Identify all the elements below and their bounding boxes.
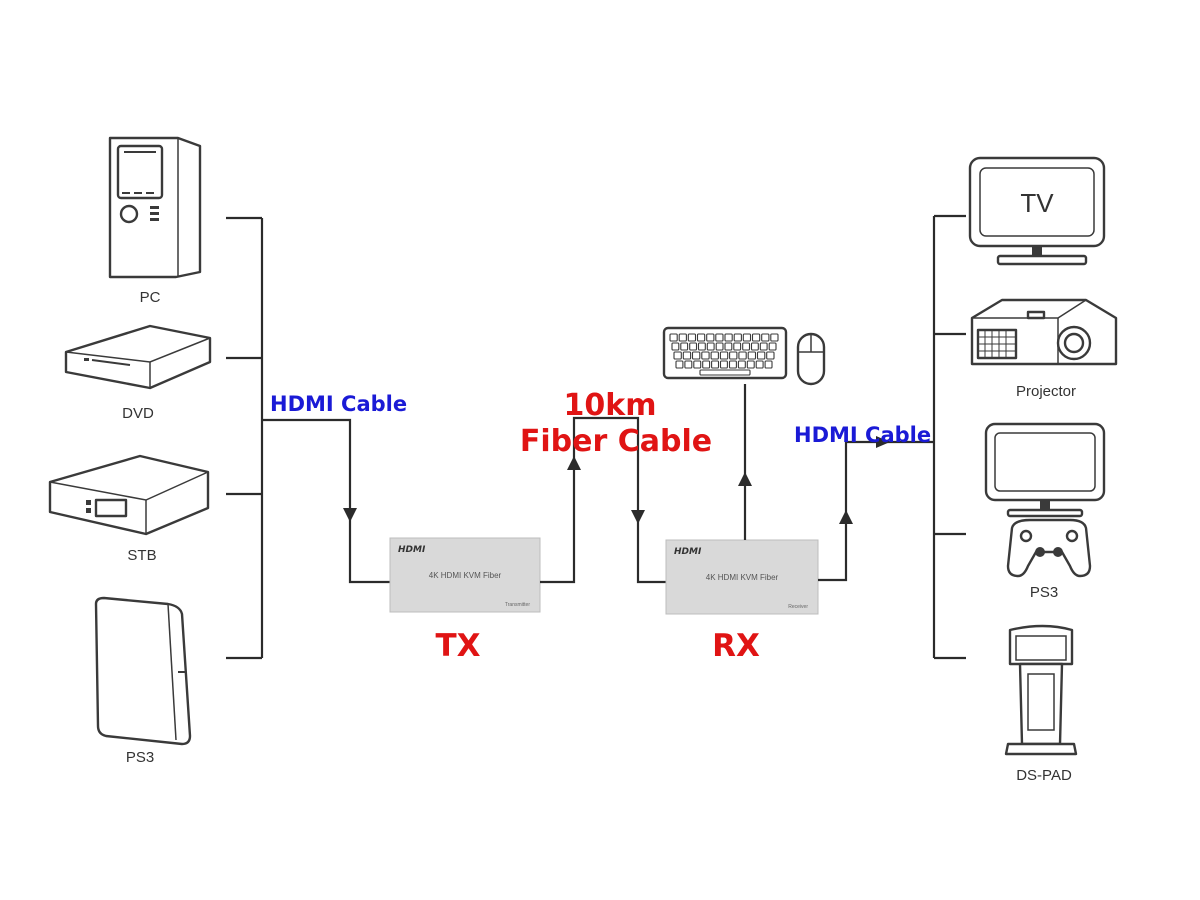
display-label-projector: Projector: [1016, 383, 1076, 400]
keyboard-icon: [662, 326, 788, 380]
rx-label: RX: [712, 628, 760, 664]
peripheral-arrow-icon: [738, 472, 752, 486]
rx-model-text: 4K HDMI KVM Fiber: [706, 573, 779, 582]
keyboard-key: [738, 351, 747, 360]
keyboard-key: [719, 360, 728, 369]
monitor-gamepad-icon: [984, 422, 1106, 578]
keyboard-key: [693, 360, 702, 369]
keyboard-key: [728, 360, 737, 369]
projector-icon: [970, 298, 1118, 366]
keyboard-key: [750, 342, 759, 351]
keyboard-key: [724, 342, 733, 351]
tx-role-text: Transmitter: [505, 602, 530, 608]
keyboard-key: [751, 333, 761, 342]
keyboard-key: [678, 333, 687, 342]
tx-unit: HDMI 4K HDMI KVM Fiber Transmitter: [389, 537, 541, 613]
keyboard-key: [706, 333, 715, 342]
keyboard-key: [684, 360, 693, 369]
keyboard-key: [770, 333, 779, 342]
keyboard-key: [680, 342, 689, 351]
keyboard-key: [687, 333, 697, 342]
fiber-link-lines: [540, 416, 666, 584]
fiber-cable-label: Fiber Cable: [520, 424, 712, 459]
keyboard-key: [733, 333, 742, 342]
keyboard-key: [682, 351, 692, 360]
keyboard-key: [768, 342, 777, 351]
source-label-pc: PC: [140, 289, 161, 306]
keyboard-key: [737, 360, 746, 369]
keyboard-key: [759, 342, 768, 351]
keyboard-spacebar: [699, 369, 751, 376]
keyboard-key: [729, 351, 738, 360]
ps3-console-icon: [94, 596, 192, 746]
display-label-ps3: PS3: [1030, 584, 1058, 601]
keyboard-key: [733, 342, 742, 351]
display-label-ds-pad: DS-PAD: [1016, 767, 1072, 784]
mouse-icon: [796, 332, 826, 386]
rx-hdmi-logo: HDMI: [674, 547, 702, 557]
keyboard-key: [742, 333, 752, 342]
tx-label: TX: [435, 628, 480, 664]
input-bus-lines: [226, 216, 390, 660]
keyboard-key: [755, 360, 764, 369]
keyboard-key: [696, 333, 706, 342]
keyboard-key: [710, 351, 719, 360]
keyboard-key: [675, 360, 684, 369]
keyboard-key: [715, 333, 724, 342]
output-up-arrow-icon: [839, 510, 853, 524]
keyboard-key: [756, 351, 766, 360]
output-link-lines: [818, 440, 934, 582]
tx-hdmi-logo: HDMI: [398, 545, 426, 555]
input-arrow-icon: [343, 508, 357, 522]
keyboard-key: [761, 333, 770, 342]
source-label-ps3: PS3: [126, 749, 154, 766]
keyboard-key: [706, 342, 715, 351]
tv-icon: TV: [968, 156, 1106, 266]
fiber-up-arrow-icon: [567, 456, 581, 470]
rx-role-text: Receiver: [788, 604, 808, 610]
keyboard-key: [711, 360, 720, 369]
kiosk-display-icon: [1004, 624, 1078, 756]
keyboard-key: [747, 351, 757, 360]
tx-model-text: 4K HDMI KVM Fiber: [429, 571, 502, 580]
dvd-player-icon: [64, 324, 212, 390]
output-cable-label: HDMI Cable: [794, 423, 931, 447]
fiber-down-arrow-icon: [631, 510, 645, 524]
source-label-stb: STB: [127, 547, 156, 564]
keyboard-key: [724, 333, 733, 342]
tv-screen-text: TV: [1020, 188, 1054, 218]
keyboard-key: [764, 360, 773, 369]
keyboard-key: [697, 342, 706, 351]
keyboard-key: [742, 342, 751, 351]
input-cable-label: HDMI Cable: [270, 392, 407, 416]
keyboard-key: [766, 351, 775, 360]
pc-tower-icon: [108, 136, 202, 279]
output-right-arrow-icon: [876, 436, 890, 448]
keyboard-key: [746, 360, 755, 369]
rx-unit: HDMI 4K HDMI KVM Fiber Receiver: [665, 539, 819, 615]
keyboard-key: [669, 333, 678, 342]
output-bus-lines: [932, 214, 966, 660]
set-top-box-icon: [48, 454, 210, 536]
fiber-distance-label: 10km: [564, 388, 657, 423]
keyboard-key: [673, 351, 682, 360]
keyboard-key: [702, 360, 711, 369]
keyboard-key: [691, 351, 701, 360]
keyboard-key: [689, 342, 698, 351]
source-label-dvd: DVD: [122, 405, 154, 422]
keyboard-key: [671, 342, 680, 351]
keyboard-key: [715, 342, 724, 351]
keyboard-key: [701, 351, 710, 360]
keyboard-key: [719, 351, 729, 360]
